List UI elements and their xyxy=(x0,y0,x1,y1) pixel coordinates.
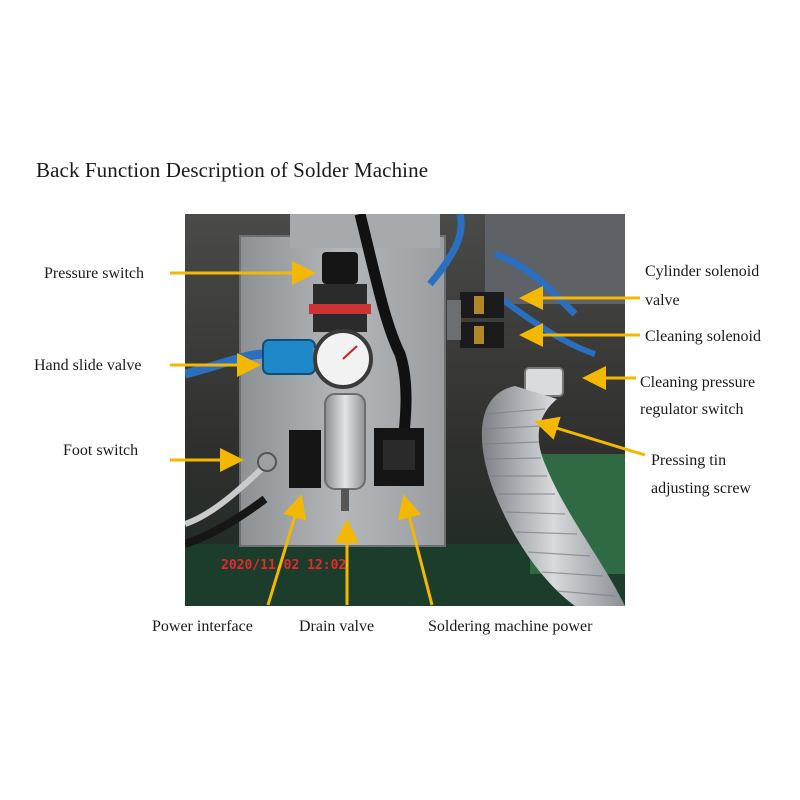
grey-cable-foot xyxy=(185,461,270,527)
blue-hose-right-2 xyxy=(493,291,596,357)
label-soldering-machine-power: Soldering machine power xyxy=(428,618,593,635)
label-pressing-tin-line2: adjusting screw xyxy=(651,480,751,497)
label-cleaning-solenoid: Cleaning solenoid xyxy=(645,328,761,345)
label-cylinder-solenoid-line1: Cylinder solenoid xyxy=(645,263,760,280)
blue-hose-top xyxy=(427,214,465,287)
label-hand-slide-valve: Hand slide valve xyxy=(34,357,142,374)
filter-bowl xyxy=(324,393,366,490)
corrugated-hose xyxy=(481,386,625,606)
label-cylinder-solenoid-line2: valve xyxy=(645,292,680,309)
label-cleaning-pressure-line1: Cleaning pressure xyxy=(640,374,756,391)
label-power-interface: Power interface xyxy=(152,618,253,635)
drain-stem xyxy=(341,489,349,511)
regulator-knob xyxy=(322,252,358,284)
blue-hose-right xyxy=(493,250,578,317)
foot-switch-connector xyxy=(257,452,277,472)
label-foot-switch: Foot switch xyxy=(63,442,139,459)
label-pressing-tin-line1: Pressing tin xyxy=(651,452,727,469)
diagram-title: Back Function Description of Solder Mach… xyxy=(36,158,429,182)
black-cable xyxy=(354,214,412,445)
photo-timestamp: 2020/11/02 12:02 xyxy=(221,558,346,573)
label-drain-valve: Drain valve xyxy=(299,618,375,635)
black-cable-left xyxy=(185,495,268,548)
label-pressure-switch: Pressure switch xyxy=(44,265,144,282)
power-interface-socket xyxy=(289,430,321,488)
machine-photo: 2020/11/02 12:02 xyxy=(185,214,625,606)
hand-slide-valve xyxy=(262,339,316,375)
label-cleaning-pressure-line2: regulator switch xyxy=(640,401,744,418)
